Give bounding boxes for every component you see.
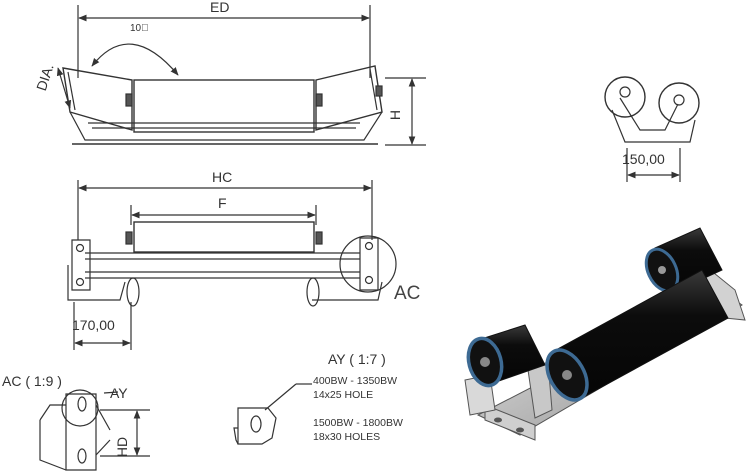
dim-ed: ED [210, 0, 230, 15]
side-view [604, 76, 700, 182]
top-view [67, 180, 397, 350]
detail-ay [233, 383, 312, 445]
hole-spec-2-hole: 18x30 HOLES [313, 431, 381, 443]
dim-f: F [218, 195, 227, 211]
front-view [56, 5, 426, 146]
hole-spec-1-range: 400BW - 1350BW [313, 375, 398, 387]
detail-ac-title: AC ( 1:9 ) [2, 373, 62, 389]
dim-h: H [387, 109, 404, 121]
hole-spec-2-range: 1500BW - 1800BW [313, 417, 403, 429]
dim-hd: HD [114, 436, 131, 458]
label-ay: AY [110, 385, 128, 401]
dim-hc: HC [212, 169, 233, 185]
hole-spec-1-hole: 14x25 HOLE [313, 389, 374, 401]
detail-ay-title: AY ( 1:7 ) [328, 351, 386, 367]
detail-ac [39, 389, 150, 471]
angle-label: 10⃝ [130, 23, 149, 34]
label-ac: AC [394, 283, 421, 304]
dim-150: 150,00 [622, 151, 665, 167]
isometric-view [464, 227, 746, 441]
dim-170: 170,00 [72, 317, 115, 333]
